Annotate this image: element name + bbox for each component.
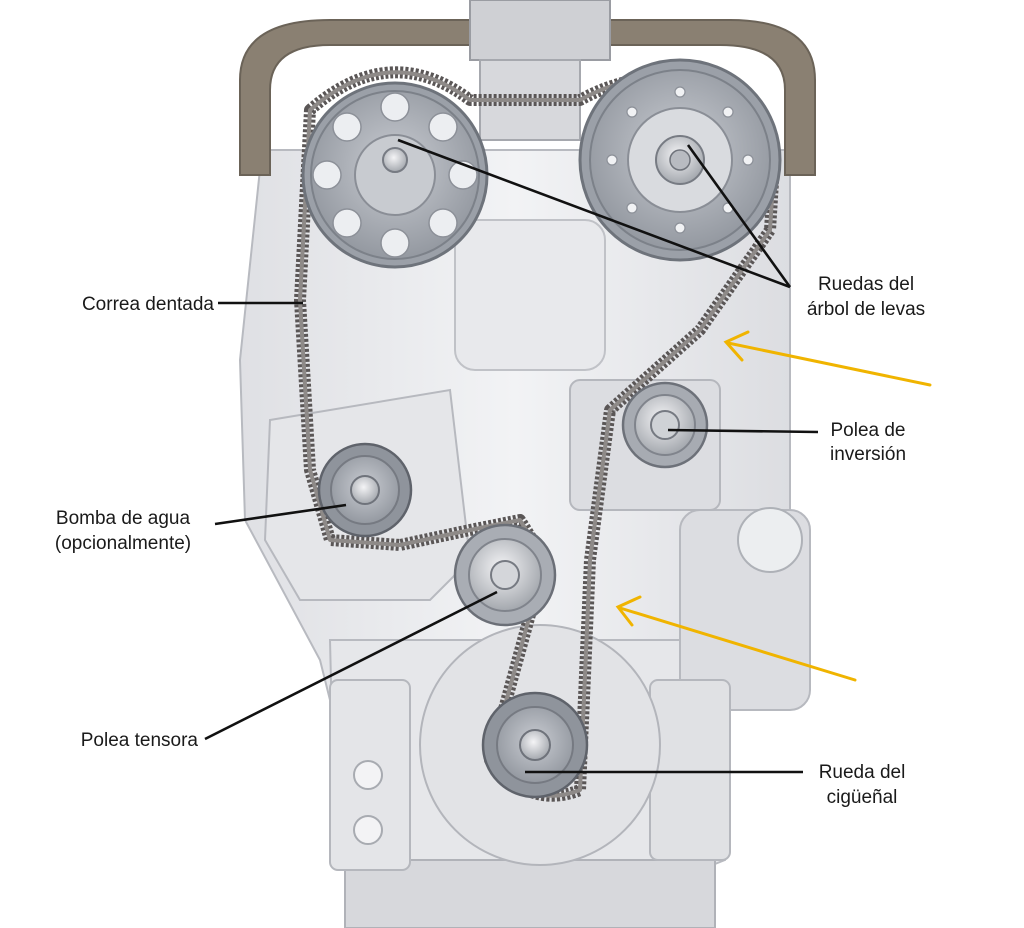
lower-bolt-left [353,760,383,790]
crankshaft-wheel [481,691,589,799]
camshaft-wheel-left [301,81,489,269]
leader-tensioner-pulley [204,590,498,741]
arrow-icon [723,330,932,387]
leader-idler-pulley [667,428,819,434]
label-idler-pulley-line1: Polea de [830,420,905,441]
label-toothed-belt: Correa dentada [82,294,214,315]
water-pump-sprocket [317,442,413,538]
lower-bolt-left-2 [353,815,383,845]
label-camshaft-wheels-line1: Ruedas del [818,274,914,295]
label-crankshaft-wheel-line2: cigüeñal [827,787,898,808]
camshaft-wheel-right [578,58,782,262]
leader-camshaft-right [686,144,792,288]
label-idler-pulley-line2: inversión [830,444,906,465]
mid-bracket [454,219,606,371]
engine-bottom-flange [344,859,716,928]
leader-camshaft-left [397,138,791,289]
label-water-pump-line2: (opcionalmente) [55,533,191,554]
label-crankshaft-wheel-line1: Rueda del [819,762,906,783]
label-camshaft-wheels-line2: árbol de levas [807,299,925,320]
cover-center-block [469,0,611,61]
oil-filler-cap [737,507,803,573]
label-tensioner-pulley: Polea tensora [81,730,199,751]
leader-water-pump [214,503,347,526]
tensioner-pulley [453,523,557,627]
valve-cover [239,0,816,176]
arrow-icon [615,595,857,682]
idler-pulley [621,381,709,469]
label-water-pump-line1: Bomba de agua [56,508,191,529]
right-lower-mount [649,679,731,861]
cover-rim [239,0,816,176]
